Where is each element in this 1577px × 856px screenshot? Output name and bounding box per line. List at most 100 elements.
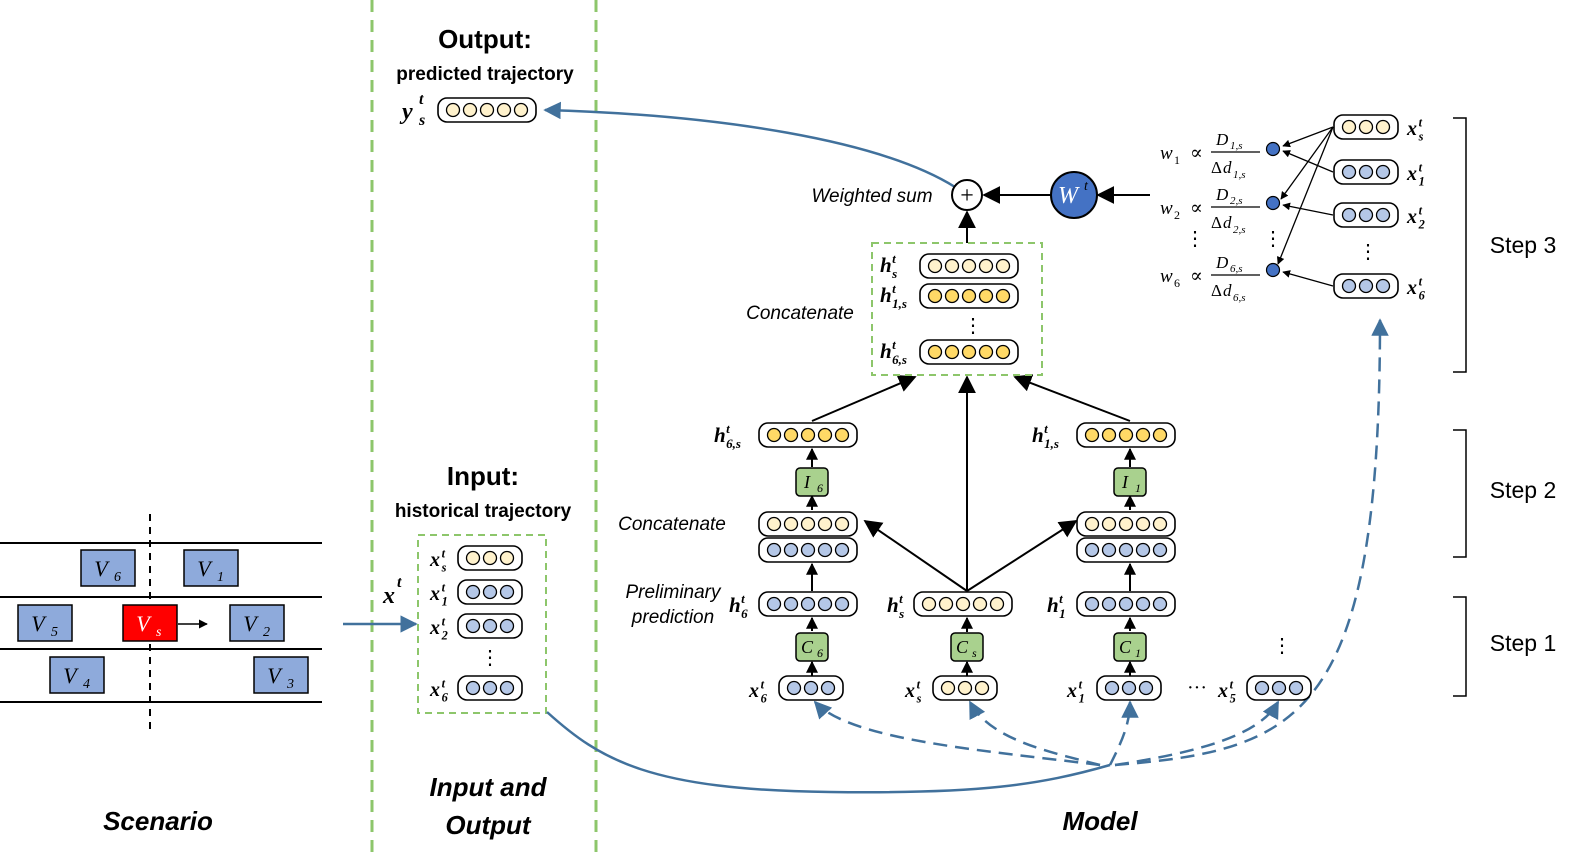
section-label-model: Model (1062, 806, 1138, 836)
weight-arrows (1276, 126, 1334, 287)
svg-text:1: 1 (442, 595, 448, 609)
svg-text:t: t (761, 678, 765, 692)
svg-text:h: h (880, 253, 892, 277)
svg-text:I: I (803, 472, 811, 492)
output-title: Output: (438, 24, 532, 54)
svg-text:6,s: 6,s (1233, 292, 1246, 304)
concat-left-top (758, 511, 858, 537)
svg-text:w: w (1160, 266, 1173, 287)
output-vector (437, 97, 537, 123)
step-brackets (1453, 117, 1467, 697)
svg-text:C: C (956, 637, 969, 657)
svg-text:6,s: 6,s (726, 436, 741, 451)
svg-text:t: t (899, 591, 903, 606)
svg-text:t: t (1079, 678, 1083, 692)
svg-text:∝: ∝ (1190, 266, 1203, 287)
concat-ellipsis: ⋮ (963, 315, 983, 337)
svg-text:6: 6 (442, 691, 449, 705)
section-label-scenario: Scenario (103, 806, 213, 836)
svg-text:t: t (419, 91, 424, 108)
svg-text:1: 1 (1079, 692, 1085, 706)
svg-text:t: t (1230, 678, 1234, 692)
svg-text:2,s: 2,s (1233, 224, 1246, 236)
svg-text:x: x (382, 583, 395, 609)
svg-text:6: 6 (1419, 289, 1426, 303)
concat-hs-vector (919, 253, 1019, 279)
svg-text:x: x (1406, 277, 1417, 299)
svg-text:x: x (748, 680, 759, 702)
svg-text:s: s (156, 625, 162, 640)
svg-text:6,s: 6,s (1230, 263, 1243, 275)
section-label-io-line2: Output (445, 810, 532, 840)
svg-text:2,s: 2,s (1230, 195, 1243, 207)
sum-node (951, 179, 983, 211)
svg-text:x: x (1217, 680, 1228, 702)
svg-text:s: s (418, 112, 425, 129)
svg-text:s: s (972, 646, 977, 660)
svg-text:2: 2 (263, 625, 270, 640)
svg-text:h: h (1032, 423, 1044, 447)
ellipsis-vertical-model: ⋮ (1272, 635, 1292, 657)
svg-text:1,s: 1,s (1230, 140, 1243, 152)
model-x1-vector (1096, 675, 1162, 701)
svg-text:t: t (397, 574, 402, 591)
svg-text:t: t (892, 281, 896, 296)
svg-text:w: w (1160, 143, 1173, 164)
svg-text:t: t (1419, 161, 1423, 175)
concat-group-box (871, 242, 1043, 376)
model-h1s-vector (1076, 422, 1176, 448)
svg-text:Δ: Δ (1211, 158, 1222, 177)
input-vector-3 (457, 675, 523, 701)
step3-x-vector-0 (1333, 114, 1399, 140)
svg-text:2: 2 (441, 629, 448, 643)
svg-text:6: 6 (817, 481, 823, 495)
svg-text:∝: ∝ (1190, 143, 1203, 164)
svg-text:t: t (917, 678, 921, 692)
weight-matrix-label: W (1058, 183, 1080, 209)
weight-node-2 (1265, 262, 1281, 278)
concat-right-top (1076, 511, 1176, 537)
svg-text:D: D (1215, 130, 1229, 149)
svg-text:Δ: Δ (1211, 281, 1222, 300)
weights-ellipsis-mid: ⋮ (1263, 228, 1283, 250)
svg-text:6: 6 (817, 646, 823, 660)
svg-text:6: 6 (741, 606, 748, 621)
ellipsis-horizontal: ··· (1187, 677, 1207, 699)
svg-text:2: 2 (1418, 218, 1425, 232)
svg-text:t: t (1419, 116, 1423, 130)
input-ellipsis: ⋮ (480, 647, 500, 669)
svg-text:x: x (1406, 163, 1417, 185)
model-hs-vector (913, 591, 1013, 617)
svg-text:t: t (1419, 275, 1423, 289)
svg-text:t: t (442, 615, 446, 629)
step-2-label: Step 2 (1490, 477, 1557, 503)
svg-text:s: s (916, 692, 922, 706)
svg-text:t: t (442, 581, 446, 595)
concat-right-bottom (1076, 537, 1176, 563)
label-concatenate-top: Concatenate (746, 303, 854, 324)
svg-text:t: t (892, 337, 896, 352)
input-subtitle: historical trajectory (395, 501, 572, 522)
svg-text:6,s: 6,s (892, 352, 907, 367)
svg-text:d: d (1223, 158, 1232, 177)
svg-text:V: V (267, 663, 283, 688)
svg-text:h: h (887, 593, 899, 617)
svg-text:D: D (1215, 185, 1229, 204)
input-vector-2 (457, 613, 523, 639)
